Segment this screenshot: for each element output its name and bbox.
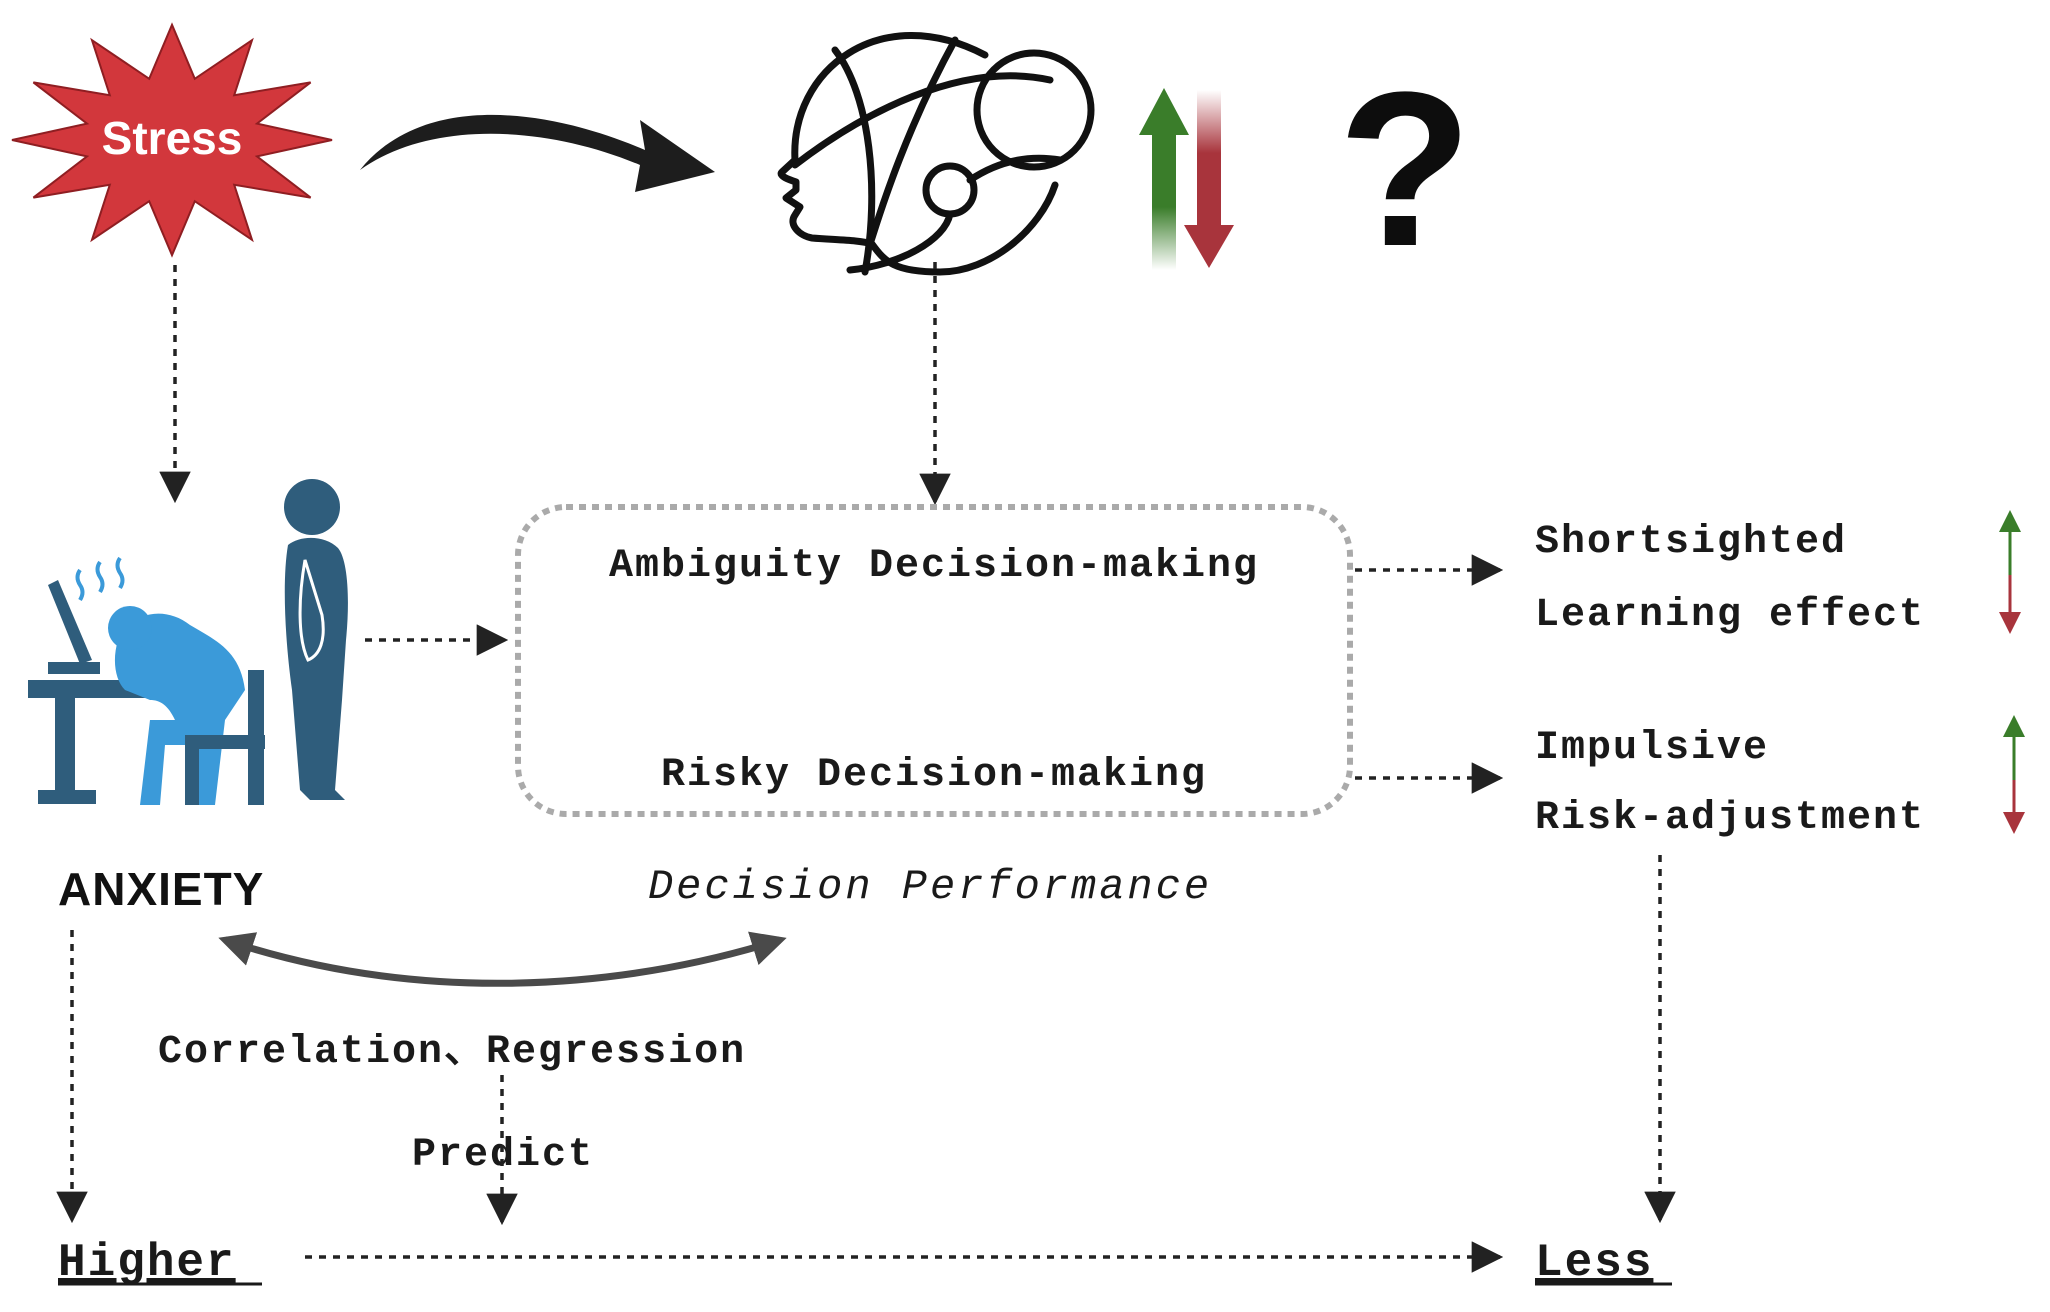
question-mark-icon: ? (1338, 46, 1472, 292)
outcome-shortsighted: Shortsighted (1535, 520, 1847, 565)
risky-up-down-icon (2003, 715, 2025, 834)
outcome-impulsive: Impulsive (1535, 726, 1769, 771)
correlation-double-arrow (218, 931, 787, 987)
stress-to-brain-arrow (360, 114, 715, 192)
correlation-regression-label: Correlation、Regression (158, 1030, 746, 1075)
ambiguity-decision-label: Ambiguity Decision-making (609, 544, 1259, 589)
decision-performance-caption: Decision Performance (648, 863, 1212, 911)
stress-label: Stress (102, 112, 243, 164)
higher-label: Higher (58, 1237, 236, 1289)
predict-label: Predict (412, 1133, 594, 1178)
outcome-risk-adjustment: Risk-adjustment (1535, 796, 1925, 841)
standing-person-icon (284, 479, 348, 800)
decision-box (515, 504, 1353, 817)
ambiguity-up-down-icon (1999, 510, 2021, 634)
stress-starburst: Stress (11, 22, 333, 258)
anxiety-label: ANXIETY (58, 863, 264, 915)
outcome-learning-effect: Learning effect (1535, 593, 1925, 638)
brain-head-icon (777, 32, 1095, 276)
up-down-arrows-icon (1139, 88, 1234, 270)
less-label: Less (1535, 1237, 1653, 1289)
anxious-person-icon (28, 556, 265, 805)
risky-decision-label: Risky Decision-making (661, 753, 1207, 798)
